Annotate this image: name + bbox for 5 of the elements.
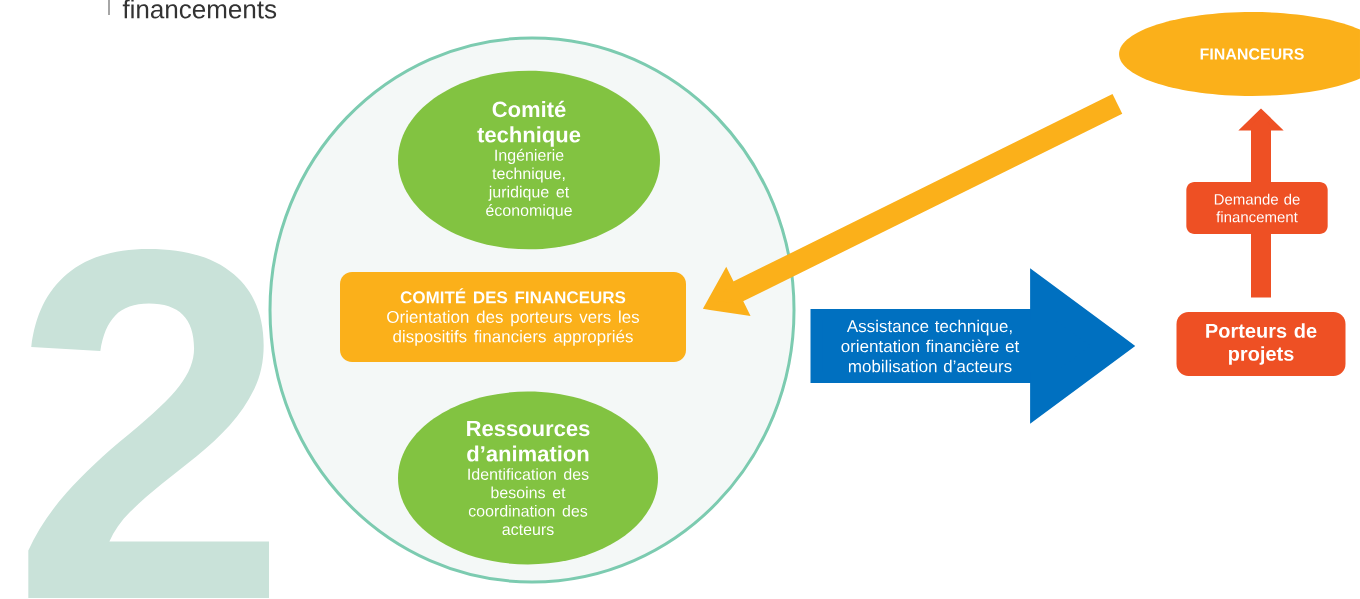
header-text: financements bbox=[122, 0, 277, 19]
edge-label: Demande de financement bbox=[1186, 182, 1328, 234]
edge-label: Assistance technique, orientation financière et mobilisation d’acteurs bbox=[822, 319, 1038, 373]
committee-box: COMITÉ DES FINANCEURS Orientation des porteurs vers les dispositifs financiers appropriés bbox=[340, 272, 686, 362]
project-owners-box: Porteurs de projets bbox=[1176, 312, 1346, 376]
